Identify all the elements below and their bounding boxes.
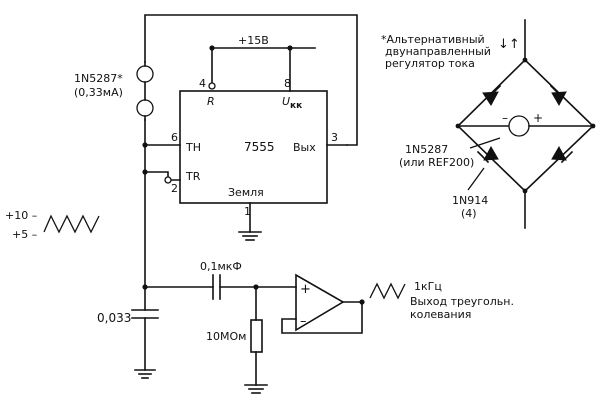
coupling-capacitor — [144, 274, 297, 300]
output-triangle-waveform — [369, 282, 406, 300]
resistor-label: 10МОм — [206, 330, 246, 343]
pin2-label: TR — [185, 170, 201, 183]
opamp-buffer — [281, 273, 365, 334]
opamp-minus: – — [300, 314, 307, 329]
opamp-plus: + — [300, 282, 311, 297]
regulator-alt-label: (или REF200) — [399, 156, 474, 169]
output-label-line1: Выход треугольн. — [410, 295, 514, 308]
diode-leader-line — [467, 167, 485, 191]
coupling-capacitor-label: 0,1мкФ — [200, 260, 242, 273]
pin8-subscript: кк — [290, 101, 302, 111]
pin4-number: 4 — [199, 77, 206, 90]
resistor-10mohm — [250, 286, 263, 386]
input-triangle-waveform — [43, 214, 100, 234]
timer-name: 7555 — [244, 140, 275, 154]
regulator-minus: – — [502, 111, 508, 125]
timing-capacitor — [131, 309, 159, 371]
timer-7555 — [164, 82, 348, 233]
pin6-number: 6 — [171, 131, 178, 144]
pin8-number: 8 — [284, 77, 291, 90]
supply-label: +15В — [238, 34, 269, 47]
pin4-label: R — [207, 95, 215, 108]
current-source-part-label: 1N5287* — [74, 72, 123, 85]
bridge-diode-upper-left — [482, 84, 502, 106]
diode-count-label: (4) — [461, 207, 477, 220]
regulator-leader-line — [469, 137, 501, 149]
ground-symbol-resistor — [244, 384, 268, 394]
pin1-number: 1 — [244, 205, 251, 218]
ground-symbol-timer — [238, 231, 262, 241]
alt-title-line3: регулятор тока — [385, 57, 475, 70]
lower-level-label: +5 – — [12, 228, 37, 241]
ground-pin-label: Земля — [228, 186, 264, 199]
supply-rail — [209, 45, 316, 92]
pin3-label: Вых — [293, 141, 316, 154]
bridge-diode-upper-right — [549, 84, 567, 107]
current-source-current-label: (0,33мА) — [74, 86, 123, 99]
bridge-regulator — [455, 19, 596, 229]
regulator-plus: + — [533, 111, 543, 125]
alt-title-line2: двунаправленный — [385, 45, 491, 58]
bidirectional-arrows-icon: ↓↑ — [498, 37, 520, 52]
alt-title-line1: *Альтернативный — [381, 33, 485, 46]
upper-level-label: +10 – — [5, 209, 37, 222]
output-label-line2: колевания — [410, 308, 471, 321]
feedback-wire — [144, 14, 358, 146]
pin2-number: 2 — [171, 182, 178, 195]
regulator-part-label: 1N5287 — [405, 143, 448, 156]
bridge-diode-lower-right — [551, 145, 574, 164]
pin6-label: TH — [185, 141, 201, 154]
pin3-number: 3 — [331, 131, 338, 144]
current-source-1n5287 — [136, 61, 154, 121]
ground-symbol-timing-cap — [134, 369, 156, 379]
pin8-label: U — [282, 95, 290, 108]
timing-node-wire — [142, 119, 181, 311]
timing-capacitor-label: 0,033 — [97, 311, 131, 325]
bridge-diode-lower-left — [476, 145, 499, 164]
output-frequency: 1кГц — [414, 280, 442, 293]
diode-part-label: 1N914 — [452, 194, 488, 207]
